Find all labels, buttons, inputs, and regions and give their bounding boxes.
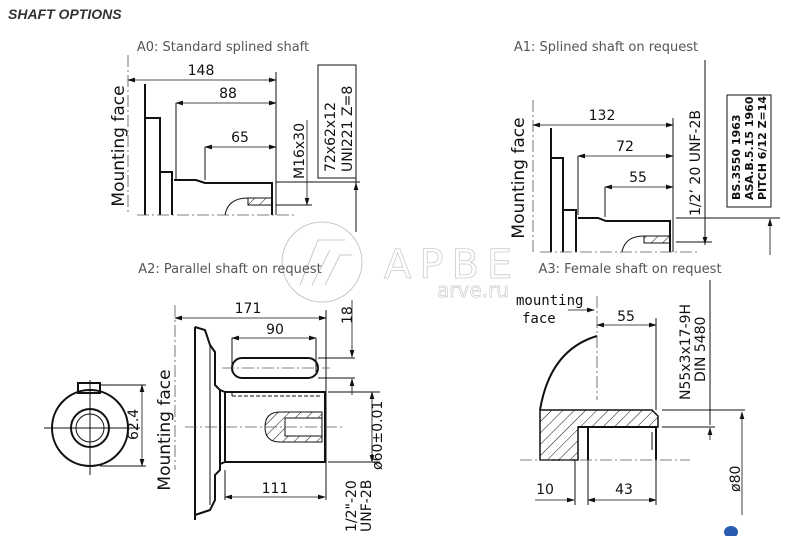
a3-diameter-label: ø80 (728, 466, 744, 492)
a1-splined-shaft: A1: Splined shaft on request Mounting fa… (509, 40, 780, 255)
a1-spec-line2: ASA.B.5.15 1960 (743, 96, 756, 200)
a3-female-shaft: A3: Female shaft on request mounting fac… (516, 262, 745, 515)
a2-dim-18: 18 (340, 306, 356, 324)
a2-mounting-face-label: Mounting face (155, 369, 175, 490)
a3-dim-43: 43 (615, 482, 633, 498)
a2-end-view: 62.4 (44, 380, 146, 475)
a1-caption: A1: Splined shaft on request (514, 40, 698, 55)
a2-thread-line2: UNF-2B (359, 480, 375, 532)
a2-dim-111: 111 (262, 481, 289, 497)
a0-thread-label: M16x30 (292, 123, 308, 179)
a0-dim-148: 148 (188, 63, 215, 79)
a0-standard-splined-shaft: A0: Standard splined shaft Mounting face… (109, 40, 360, 232)
a0-mounting-face-label: Mounting face (109, 85, 129, 206)
a3-spec-line2: DIN 5480 (693, 317, 709, 382)
a1-mounting-face-label: Mounting face (509, 117, 529, 238)
a1-dim-55: 55 (629, 170, 647, 186)
a2-dim-90: 90 (266, 322, 284, 338)
a1-dim-72: 72 (616, 139, 634, 155)
a1-spec-line1: BS.3550 1963 (730, 114, 743, 200)
a0-dim-65: 65 (231, 130, 249, 146)
a0-dim-88: 88 (219, 86, 237, 102)
a2-thread-line1: 1/2"-20 (344, 480, 360, 532)
a0-spec-line1: 72x62x12 (323, 102, 339, 172)
a0-caption: A0: Standard splined shaft (137, 40, 309, 55)
a3-mounting-label-line1: mounting (516, 293, 583, 309)
a1-spec-line3: PITCH 6/12 Z=14 (756, 96, 769, 200)
a3-mounting-label-line2: face (522, 311, 556, 327)
a3-spec-line1: N55x3x17-9H (678, 304, 694, 400)
a2-caption: A2: Parallel shaft on request (138, 262, 321, 277)
a1-thread-label: 1/2’ 20 UNF-2B (688, 110, 704, 216)
a0-spec-line2: UNI221 Z=8 (340, 86, 356, 172)
watermark-brand: APBE (384, 242, 520, 288)
a3-dim-10: 10 (536, 482, 554, 498)
a2-diameter-label: ø60±0.01 (370, 401, 386, 470)
page-title: SHAFT OPTIONS (8, 6, 122, 22)
blue-dot (724, 526, 738, 536)
a2-parallel-shaft: A2: Parallel shaft on request 62.4 Mount… (44, 262, 386, 532)
a3-caption: A3: Female shaft on request (538, 262, 721, 277)
a3-dim-55: 55 (617, 309, 635, 325)
watermark-logo: APBE arve.ru (281, 221, 520, 303)
a1-dim-132: 132 (589, 108, 616, 124)
a2-dim-171: 171 (235, 301, 262, 317)
watermark-site: arve.ru (437, 278, 509, 302)
a2-dim-62-4: 62.4 (126, 409, 142, 440)
